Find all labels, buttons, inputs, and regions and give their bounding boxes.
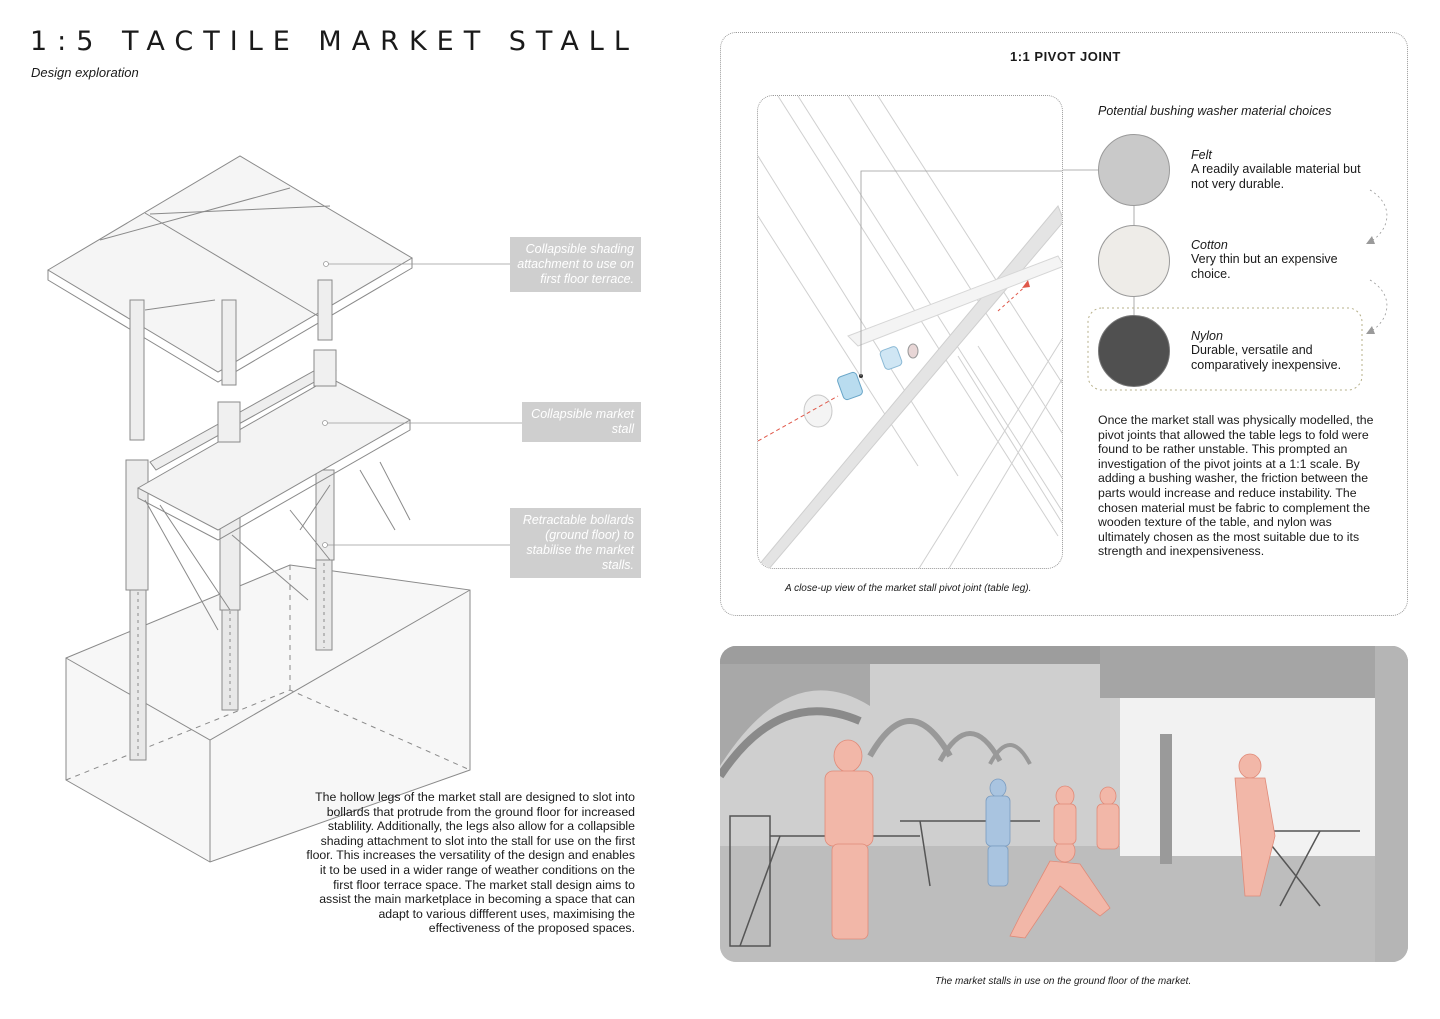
material-felt: Felt A readily available material but no… <box>1191 148 1361 192</box>
pivot-joint-title: 1:1 PIVOT JOINT <box>1010 49 1121 64</box>
market-scene-drawing <box>720 646 1408 962</box>
bollards-label: Retractable bollards (ground floor) to s… <box>510 508 641 578</box>
material-cotton: Cotton Very thin but an expensive choice… <box>1191 238 1351 282</box>
materials-heading: Potential bushing washer material choice… <box>1098 104 1332 118</box>
scene-caption: The market stalls in use on the ground f… <box>935 976 1192 987</box>
closeup-caption: A close-up view of the market stall pivo… <box>785 583 1032 594</box>
material-desc: Durable, versatile and comparatively ine… <box>1191 343 1342 372</box>
stall-description: The hollow legs of the market stall are … <box>306 790 635 936</box>
page-subtitle: Design exploration <box>31 65 139 80</box>
material-name: Cotton <box>1191 238 1228 252</box>
page-title: 1:5 TACTILE MARKET STALL <box>30 26 639 57</box>
felt-swatch <box>1098 134 1170 206</box>
pivot-description: Once the market stall was physically mod… <box>1098 413 1374 559</box>
material-nylon: Nylon Durable, versatile and comparative… <box>1191 329 1351 373</box>
shading-attachment-label: Collapsible shading attachment to use on… <box>510 237 641 292</box>
material-desc: Very thin but an expensive choice. <box>1191 252 1338 281</box>
material-desc: A readily available material but not ver… <box>1191 162 1361 191</box>
pivot-closeup-drawing <box>758 96 1062 568</box>
stall-axonometric-drawing <box>47 155 522 863</box>
nylon-swatch <box>1098 315 1170 387</box>
pivot-joint-panel <box>720 32 1408 616</box>
material-name: Nylon <box>1191 329 1223 343</box>
market-scene-image <box>720 646 1408 962</box>
material-name: Felt <box>1191 148 1212 162</box>
market-stall-label: Collapsible market stall <box>522 402 641 442</box>
cotton-swatch <box>1098 225 1170 297</box>
pivot-closeup-frame <box>757 95 1063 569</box>
